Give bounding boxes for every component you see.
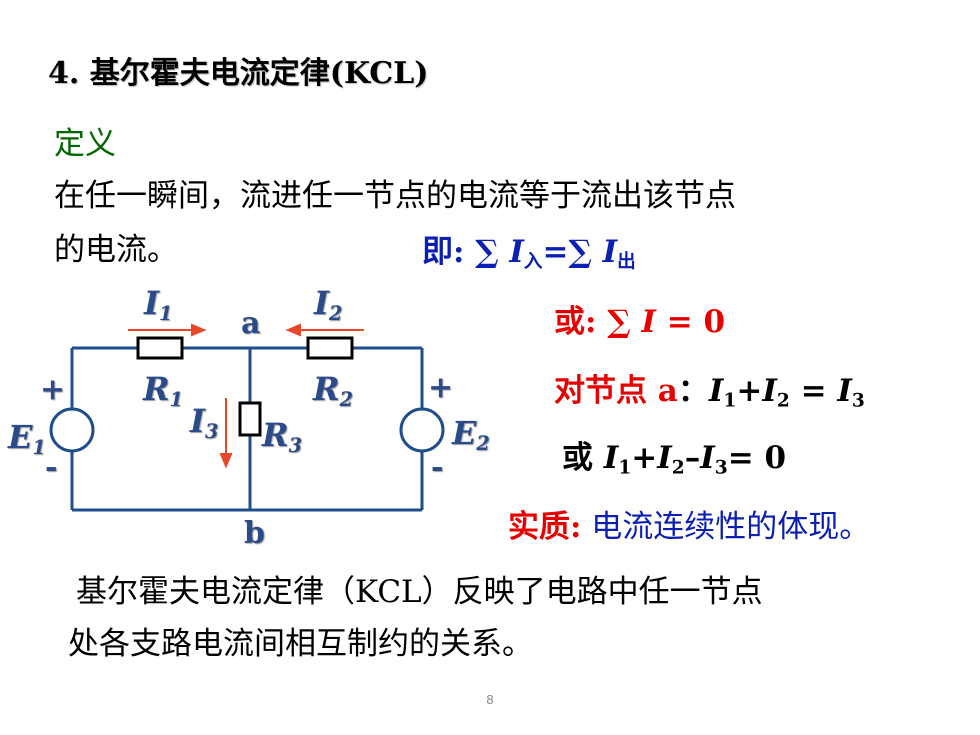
circuit-resistors: [136, 336, 354, 437]
e2-minus-sign: -: [431, 450, 444, 485]
definition-line-1: 在任一瞬间，流进任一节点的电流等于流出该节点: [54, 178, 736, 214]
label-i1: I1: [144, 284, 173, 325]
resistor-r2: [306, 336, 354, 360]
label-e1: E1: [8, 418, 46, 459]
formula1-prefix: 即: ∑: [422, 234, 510, 270]
formula2-current: I: [641, 304, 656, 340]
label-r1: R1: [143, 370, 183, 411]
definition-line-2: 的电流。: [54, 232, 178, 268]
essence-label: 实质:: [508, 509, 582, 545]
label-e2: E2: [452, 414, 490, 455]
source-e2: [399, 407, 445, 453]
e2-plus-sign: +: [428, 370, 454, 405]
e1-plus-sign: +: [40, 372, 66, 407]
circuit-wires: [49, 346, 445, 512]
definition-heading: 定义: [54, 126, 116, 162]
node-eq-prefix: 对节点 a: [554, 373, 678, 409]
e1-minus-sign: -: [45, 450, 58, 485]
kcl-circuit-diagram: [49, 323, 445, 512]
arrow-i3-head: [219, 453, 233, 469]
formula-sum-zero: 或: ∑ I = 0: [554, 296, 725, 341]
formula-in-equals-out: 即: ∑ I入=∑ I出: [422, 226, 636, 274]
current-arrows: [128, 323, 364, 469]
node-a-equation: 对节点 a：I1+I2 = I3: [554, 373, 865, 412]
formula1-sub-out: 出: [617, 251, 636, 273]
label-r2: R2: [313, 370, 353, 411]
page-number: 8: [486, 692, 494, 707]
node-a-equation-alt: 或 I1+I2–I3= 0: [562, 440, 787, 479]
formula1-current-out: I: [602, 234, 618, 270]
formula1-sub-in: 入: [523, 251, 543, 273]
formula1-eq: =∑: [542, 234, 603, 270]
node-eq-alt-prefix: 或: [562, 440, 604, 476]
source-e1: [49, 407, 95, 453]
arrow-i1-head: [191, 323, 207, 337]
resistor-r3: [238, 401, 262, 437]
formula2-sum: ∑: [607, 304, 642, 340]
label-r3: R3: [262, 416, 302, 457]
essence-text: 电流连续性的体现。: [581, 509, 871, 545]
formula2-rest: = 0: [655, 304, 726, 340]
arrow-i2-head: [285, 323, 301, 337]
node-a-label: a: [241, 306, 261, 341]
resistor-r1: [136, 336, 184, 360]
node-b-label: b: [244, 516, 265, 551]
label-i2: I2: [314, 284, 343, 325]
conclusion-line-1: 基尔霍夫电流定律（KCL）反映了电路中任一节点: [76, 574, 763, 610]
essence-statement: 实质: 电流连续性的体现。: [508, 501, 870, 546]
label-i3: I3: [190, 402, 219, 443]
formula1-current-in: I: [509, 234, 524, 270]
conclusion-line-2: 处各支路电流间相互制约的关系。: [68, 626, 533, 662]
formula2-prefix: 或:: [554, 304, 608, 340]
node-eq-colon: ：: [677, 373, 709, 409]
slide-title: 4. 基尔霍夫电流定律(KCL): [48, 56, 429, 91]
